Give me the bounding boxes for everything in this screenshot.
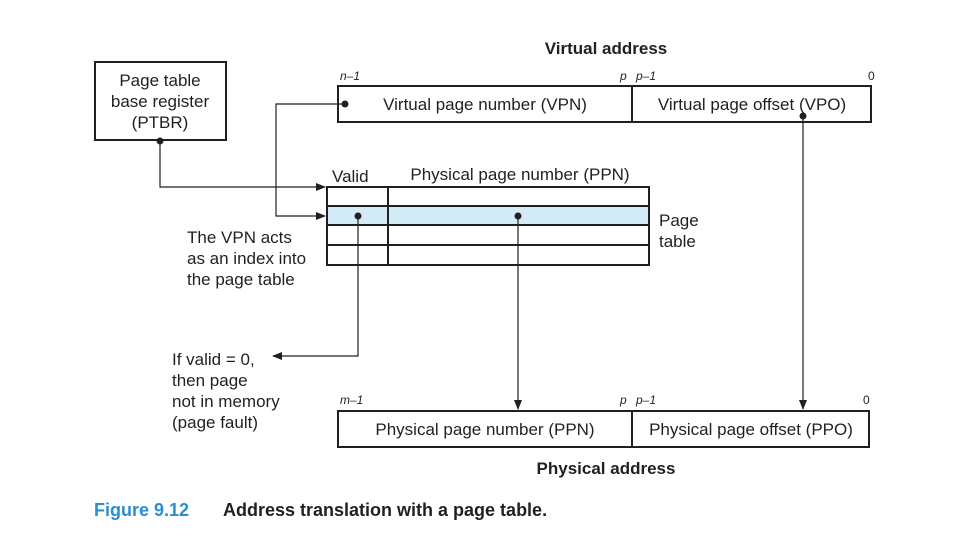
connectors	[156, 100, 807, 410]
pa-bit-high: m–1	[340, 393, 363, 407]
vpn-note-line-2: as an index into	[187, 249, 306, 268]
page-table	[326, 186, 650, 266]
physical-address-title: Physical address	[537, 459, 676, 478]
ppn-header: Physical page number (PPN)	[410, 165, 629, 184]
fault-note-line-3: not in memory	[172, 392, 280, 411]
va-bit-p-minus-1: p–1	[635, 69, 656, 83]
virtual-address-title: Virtual address	[545, 39, 668, 58]
va-bit-high: n–1	[340, 69, 360, 83]
figure-caption: Address translation with a page table.	[223, 500, 547, 520]
pa-bit-p: p	[619, 393, 627, 407]
valid-header: Valid	[332, 167, 369, 186]
fault-note-line-2: then page	[172, 371, 248, 390]
ppn-field: Physical page number (PPN)	[375, 420, 594, 439]
ptbr-line-3: (PTBR)	[132, 113, 189, 132]
page-table-label-line-2: table	[659, 232, 696, 251]
physical-address-register: Physical page number (PPN) Physical page…	[337, 410, 870, 448]
fault-note-line-1: If valid = 0,	[172, 350, 255, 369]
page-table-label-line-1: Page	[659, 211, 699, 230]
fault-note-line-4: (page fault)	[172, 413, 258, 432]
page-table-highlight-row	[327, 206, 649, 225]
va-bit-p: p	[619, 69, 627, 83]
ptbr-line-1: Page table	[119, 71, 200, 90]
ptbr-line-2: base register	[111, 92, 210, 111]
vpn-field: Virtual page number (VPN)	[383, 95, 587, 114]
virtual-address-register: Virtual page number (VPN) Virtual page o…	[337, 85, 872, 123]
ptbr-arrow	[159, 141, 326, 191]
vpn-index-arrow	[275, 103, 345, 220]
ptbr-box: Page table base register (PTBR)	[94, 61, 227, 141]
ppo-field: Physical page offset (PPO)	[649, 420, 853, 439]
valid-arrow	[272, 216, 359, 360]
pa-bit-zero: 0	[863, 393, 870, 407]
vpn-note-line-1: The VPN acts	[187, 228, 292, 247]
vpn-note-line-3: the page table	[187, 270, 295, 289]
vpo-field: Virtual page offset (VPO)	[658, 95, 846, 114]
va-bit-zero: 0	[868, 69, 875, 83]
pa-bit-p-minus-1: p–1	[635, 393, 656, 407]
figure-number: Figure 9.12	[94, 500, 189, 520]
